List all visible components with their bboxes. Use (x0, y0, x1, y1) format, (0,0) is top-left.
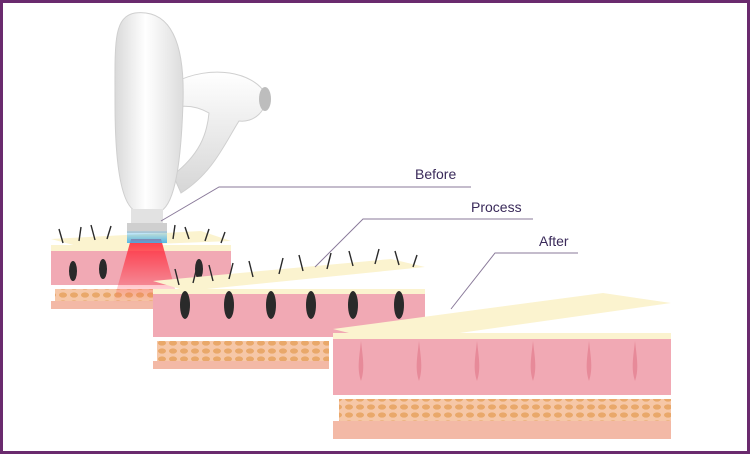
laser-handpiece-icon (114, 12, 271, 243)
label-before: Before (415, 166, 457, 182)
leader-lines (160, 186, 578, 310)
skin-block-after (333, 293, 671, 439)
label-process: Process (471, 199, 522, 215)
skin-block-process (153, 248, 425, 369)
hair-removal-diagram (51, 12, 671, 439)
label-after: After (539, 233, 569, 249)
